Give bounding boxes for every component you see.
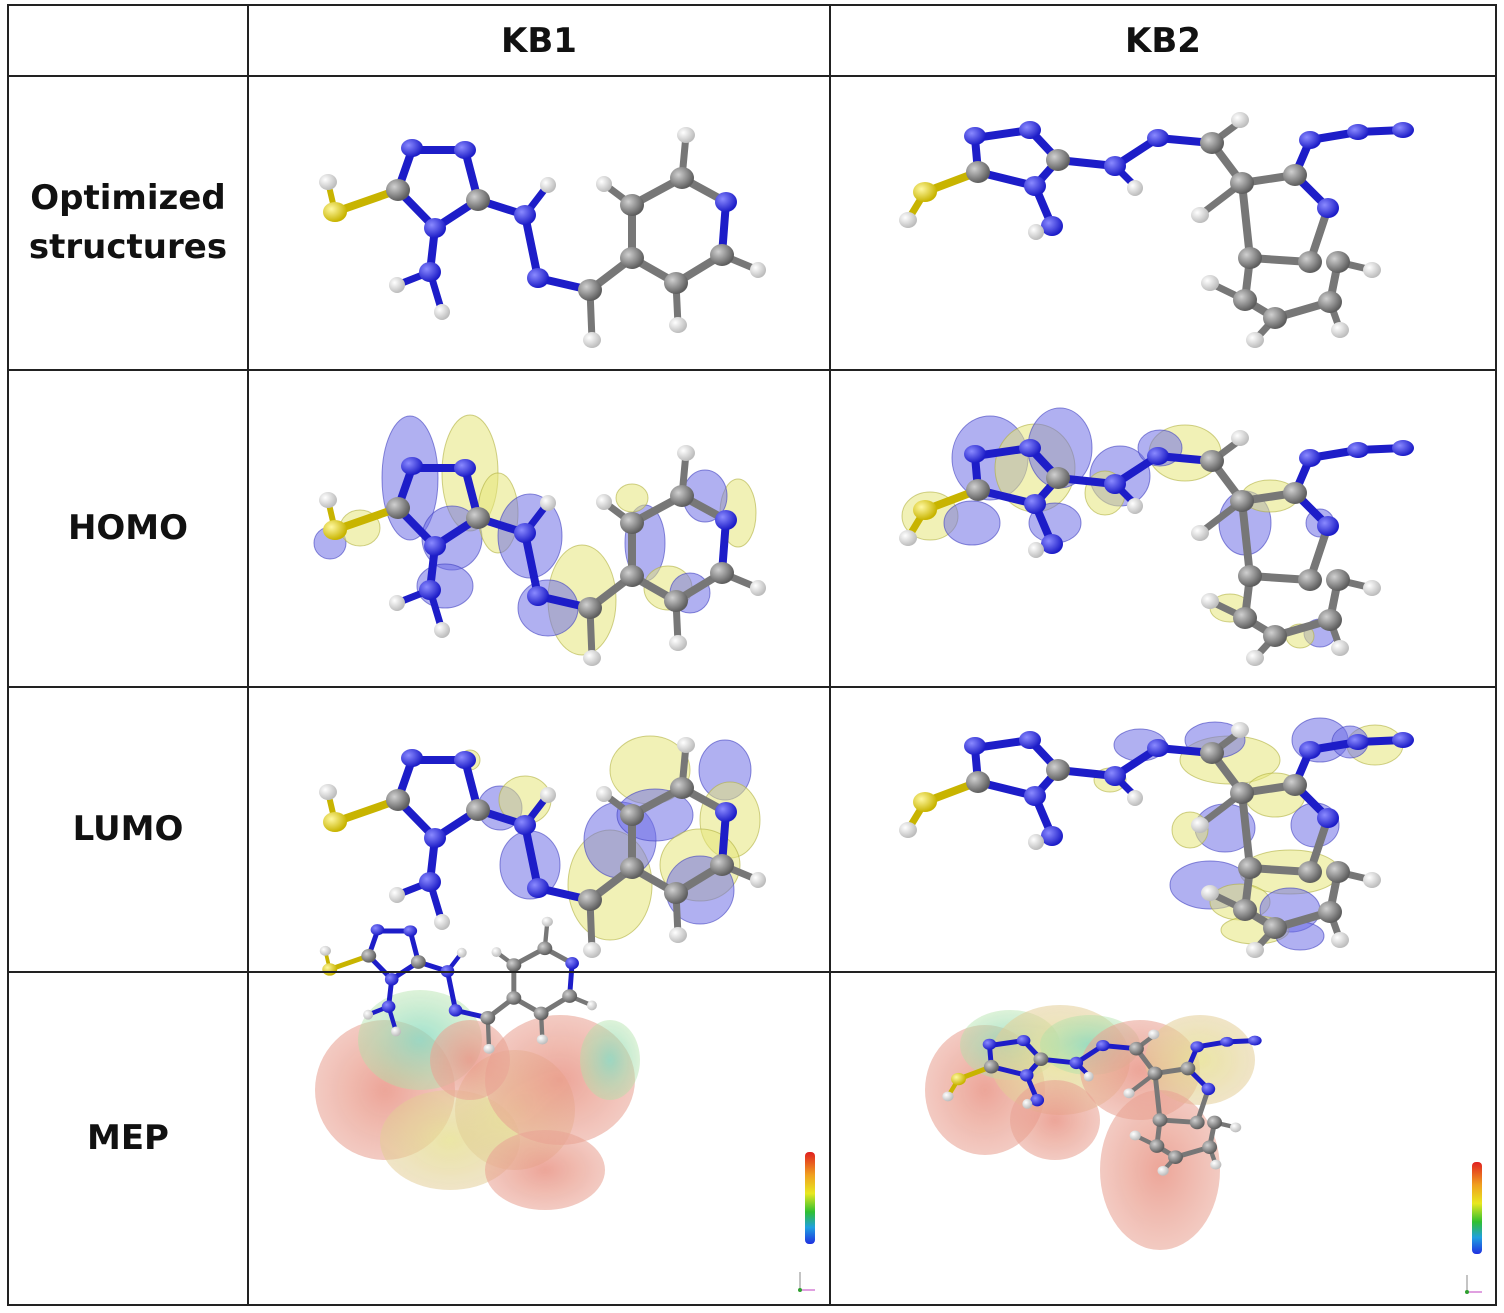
kb2-mep-surface — [925, 1005, 1482, 1294]
row-label-mep: MEP — [87, 1117, 169, 1158]
kb1-mep-color-scale — [798, 1152, 815, 1292]
kb2-lumo-orbital — [899, 717, 1414, 958]
row-label-lumo: LUMO — [72, 808, 184, 849]
kb2-mep-color-scale — [1465, 1162, 1482, 1294]
kb1-optimized-structure — [319, 127, 766, 348]
row-label-optimized-structures: Optimized structures — [28, 177, 228, 267]
row-label-homo: HOMO — [67, 507, 189, 548]
kb2-homo-orbital — [899, 407, 1414, 666]
kb1-mep-surface — [315, 917, 815, 1292]
kb1-lumo-orbital — [319, 736, 766, 958]
table-grid-lines — [7, 4, 1497, 1306]
kb1-homo-orbital — [313, 414, 766, 666]
kb2-optimized-structure — [899, 112, 1414, 348]
column-header-kb1: KB1 — [501, 20, 577, 61]
column-header-kb2: KB2 — [1125, 20, 1201, 61]
